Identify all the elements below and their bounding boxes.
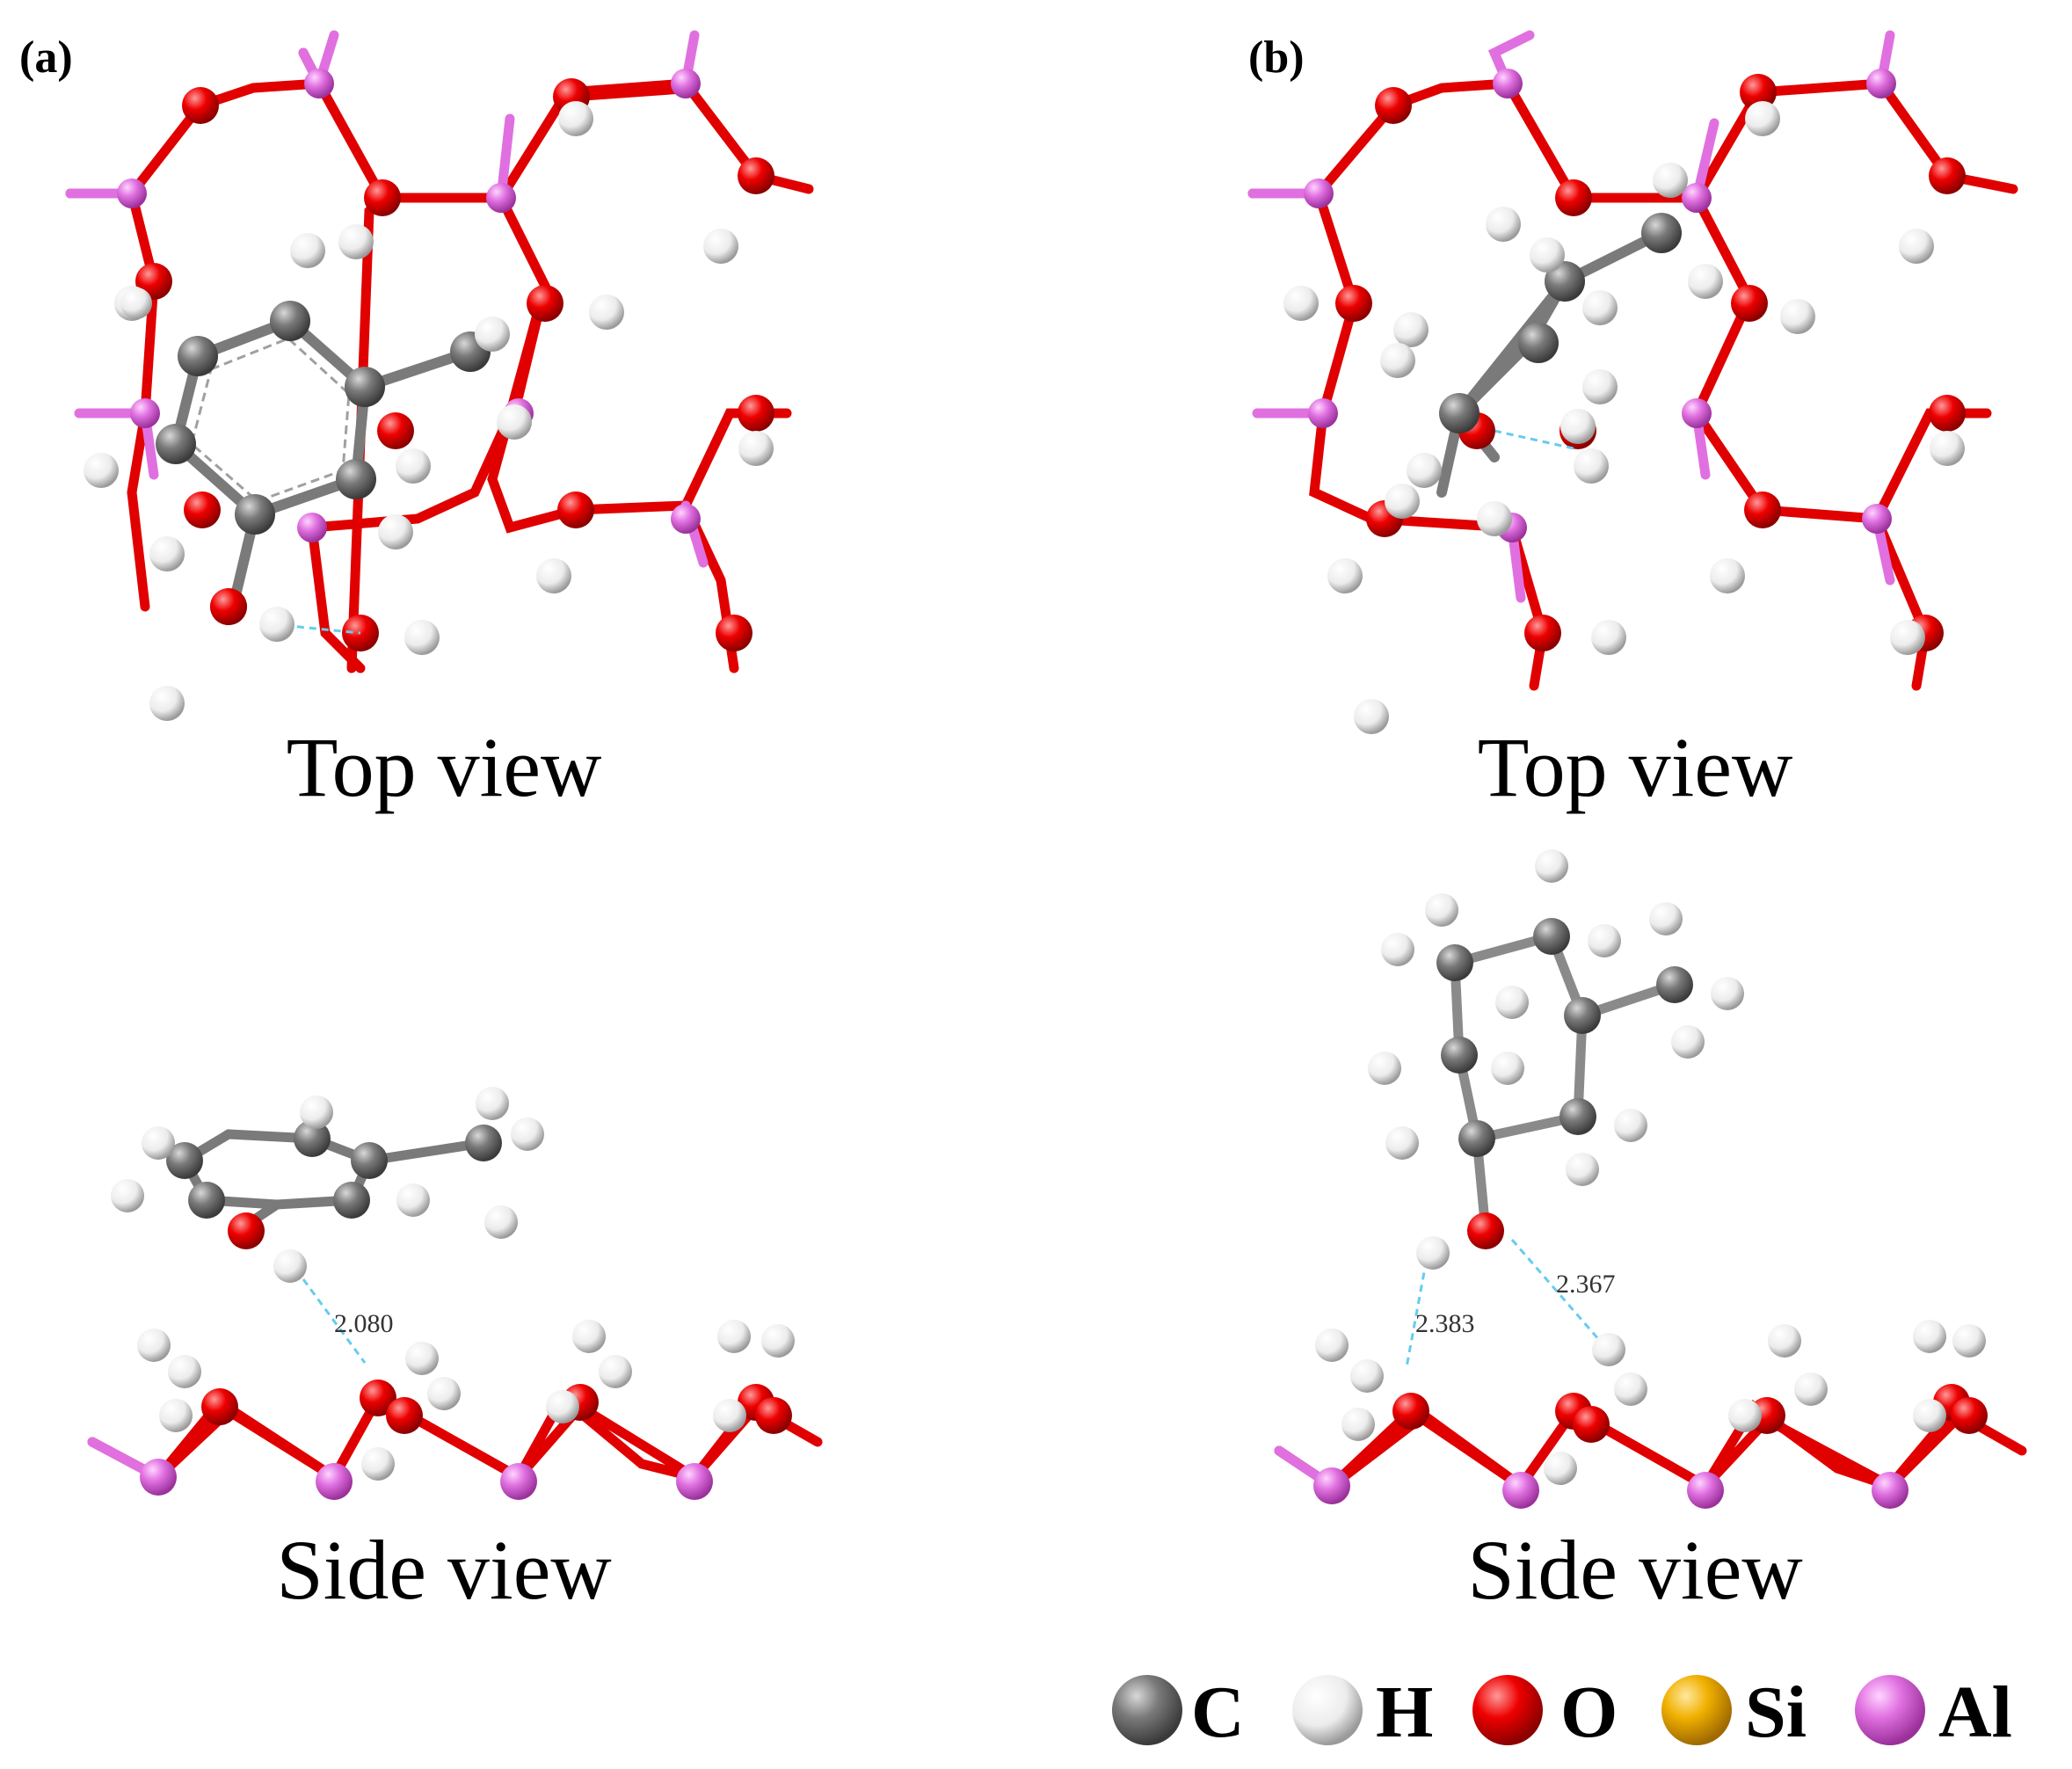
- legend-label-hydrogen: H: [1376, 1671, 1433, 1753]
- silicon-swatch-icon: [1661, 1675, 1732, 1745]
- panel-b-side-molecule: [1368, 849, 1744, 1368]
- panel-a-top-surface: [65, 30, 814, 721]
- carbon-swatch-icon: [1112, 1675, 1182, 1745]
- panel-a-tag: (a): [19, 33, 73, 83]
- element-legend: C H O Si Al: [1112, 1671, 2012, 1753]
- legend-item-aluminium: Al: [1855, 1671, 2012, 1753]
- legend-item-hydrogen: H: [1292, 1671, 1433, 1753]
- legend-label-oxygen: O: [1560, 1671, 1618, 1753]
- panel-b-side-caption: Side view: [1467, 1523, 1802, 1617]
- panel-a-side-molecule: [111, 1087, 544, 1364]
- oxygen-swatch-icon: [1472, 1675, 1543, 1745]
- panel-b-top-surface: [1247, 30, 2018, 734]
- panel-a-side-caption: Side view: [276, 1523, 611, 1617]
- panel-a-surface-oxygens: [135, 78, 774, 652]
- legend-item-silicon: Si: [1661, 1671, 1807, 1753]
- panel-a-distance-1: 2.080: [334, 1309, 394, 1338]
- panel-b-surface-hydrogens: [1283, 101, 1965, 734]
- panel-a: (a): [19, 30, 823, 1617]
- legend-item-carbon: C: [1112, 1671, 1245, 1753]
- legend-label-silicon: Si: [1745, 1671, 1807, 1753]
- panel-b-tag: (b): [1248, 33, 1305, 83]
- hydrogen-swatch-icon: [1292, 1675, 1363, 1745]
- aluminium-swatch-icon: [1855, 1675, 1925, 1745]
- panel-b-side-surface: [1274, 1320, 2027, 1509]
- panel-b-top-caption: Top view: [1478, 720, 1793, 814]
- panel-b-distance-2: 2.367: [1556, 1270, 1616, 1299]
- panel-a-surface-hydrogens: [149, 101, 774, 721]
- panel-a-top-molecule: [84, 233, 532, 642]
- panel-b-top-molecule: [1380, 163, 1723, 536]
- panel-a-top-caption: Top view: [287, 720, 602, 814]
- panel-b: (b): [1247, 30, 2027, 1617]
- panel-a-side-surface: [87, 1320, 823, 1500]
- legend-label-aluminium: Al: [1938, 1671, 2012, 1753]
- legend-item-oxygen: O: [1472, 1671, 1618, 1753]
- legend-label-carbon: C: [1191, 1671, 1245, 1753]
- panel-b-distance-1: 2.383: [1415, 1309, 1475, 1338]
- panel-b-surface-oxygens: [1335, 74, 1966, 652]
- panel-b-surface-aluminiums: [1304, 69, 1896, 542]
